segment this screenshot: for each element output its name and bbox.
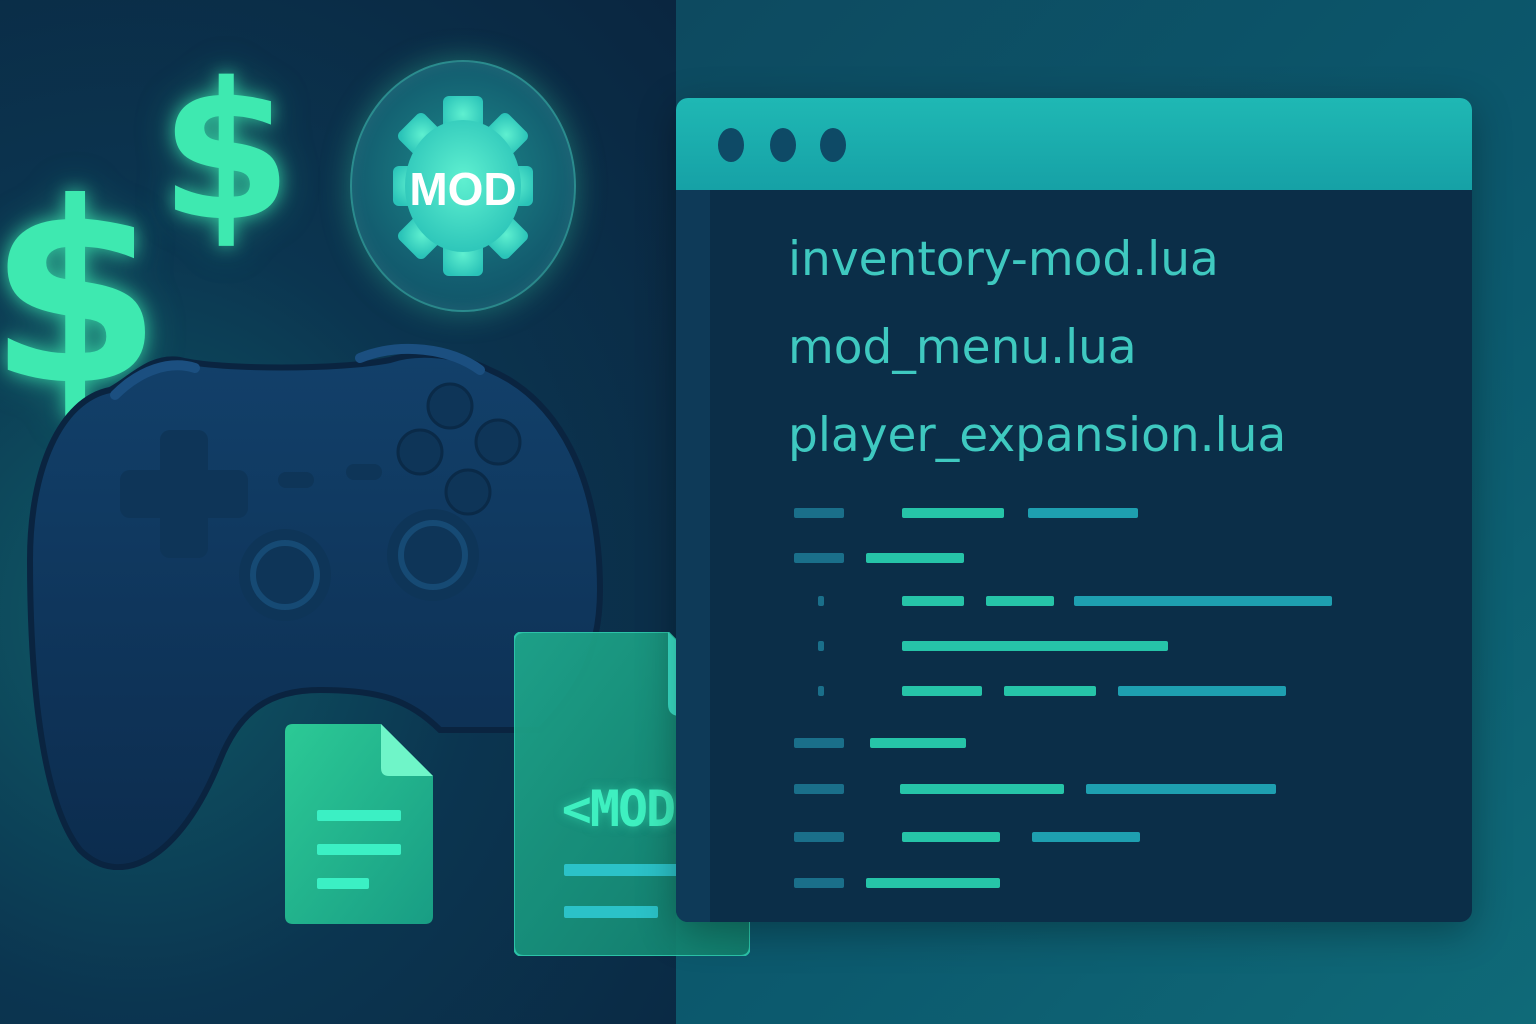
- mod-badge-label: MOD: [409, 163, 517, 215]
- file-name: mod_menu.lua: [788, 320, 1137, 375]
- code-line: [902, 832, 1000, 842]
- code-line: [902, 686, 982, 696]
- gamepad-icon: [26, 344, 604, 870]
- code-line: [1086, 784, 1276, 794]
- code-line: [818, 641, 824, 651]
- code-line: [986, 596, 1054, 606]
- window-dot: [770, 128, 796, 162]
- code-line: [902, 596, 964, 606]
- code-line: [794, 508, 844, 518]
- title-bar: [676, 98, 1472, 190]
- dollar-icon: $: [160, 42, 293, 263]
- window-dot: [718, 128, 744, 162]
- code-line: [818, 686, 824, 696]
- document-icon: [285, 724, 433, 924]
- code-line: [794, 738, 844, 748]
- mod-gear-badge: MOD: [350, 60, 576, 312]
- code-line: [794, 878, 844, 888]
- gear-icon: [393, 96, 533, 276]
- code-line: [1074, 596, 1332, 606]
- window-dot: [820, 128, 846, 162]
- code-line: [866, 878, 1000, 888]
- file-name: player_expansion.lua: [788, 408, 1287, 463]
- code-editor-window: inventory-mod.lua mod_menu.lua player_ex…: [676, 98, 1472, 922]
- code-line: [902, 508, 1004, 518]
- code-line: [1032, 832, 1140, 842]
- code-line: [794, 784, 844, 794]
- code-line: [1004, 686, 1096, 696]
- code-line: [866, 553, 964, 563]
- code-line: [794, 832, 844, 842]
- code-line: [1118, 686, 1286, 696]
- editor-gutter: [676, 190, 710, 922]
- code-line: [818, 596, 824, 606]
- code-line: [794, 553, 844, 563]
- file-name: inventory-mod.lua: [788, 232, 1219, 287]
- code-line: [900, 784, 1064, 794]
- code-line: [902, 641, 1168, 651]
- code-line: [870, 738, 966, 748]
- code-line: [1028, 508, 1138, 518]
